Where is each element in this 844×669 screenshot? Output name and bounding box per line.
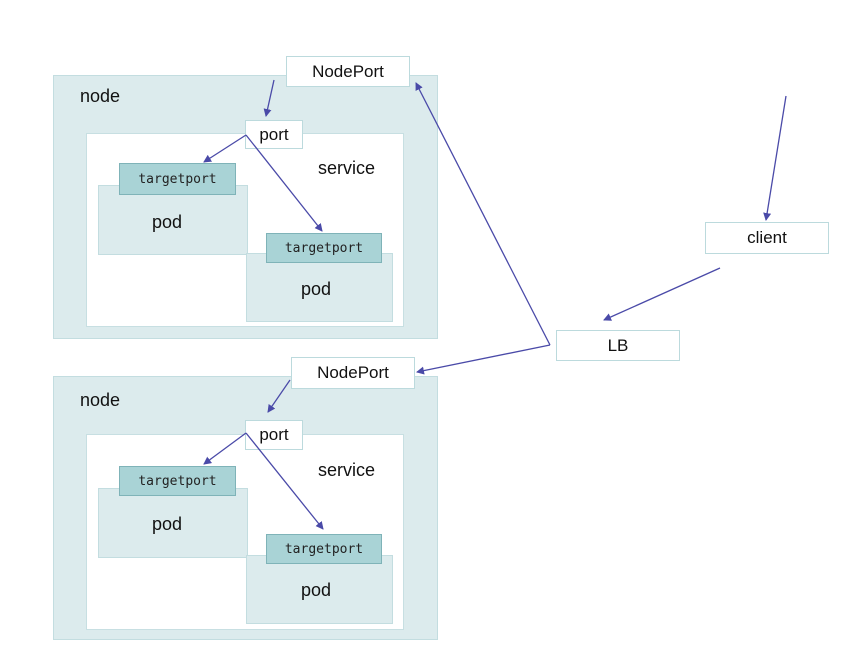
arrow-lb-to-nodeport-2 [416, 344, 551, 375]
arrow-port-1-to-targetport-1a [203, 134, 247, 163]
targetport-2a: targetport [119, 466, 236, 496]
port-1: port [245, 120, 303, 149]
arrow-port-2-to-targetport-2b [245, 432, 324, 530]
pod-2b-label: pod [301, 580, 332, 600]
pod-1b [246, 253, 393, 322]
arrow-port-1-to-targetport-1b [245, 134, 323, 232]
node-2-label: node [80, 390, 121, 410]
arrow-port-2-to-targetport-2a [203, 432, 247, 465]
lb-box: LB [556, 330, 680, 361]
pod-1a [98, 185, 248, 255]
arrow-client-to-lb [603, 267, 721, 321]
targetport-1b: targetport [266, 233, 382, 263]
service-2-label: service [318, 460, 376, 480]
pod-1b-label: pod [301, 279, 332, 299]
nodeport-1: NodePort [286, 56, 410, 87]
client-box: client [705, 222, 829, 254]
arrow-lb-to-nodeport-1 [415, 82, 551, 346]
service-1-label: service [318, 158, 376, 178]
node-1-label: node [80, 86, 121, 106]
pod-2a-label: pod [152, 514, 183, 534]
port-2: port [245, 420, 303, 450]
nodeport-2: NodePort [291, 357, 415, 389]
arrow-top-to-client [763, 95, 787, 221]
arrow-nodeport-1-to-port [263, 79, 275, 117]
arrow-nodeport-2-to-port [267, 379, 291, 413]
targetport-1a: targetport [119, 163, 236, 195]
pod-2b [246, 555, 393, 624]
targetport-2b: targetport [266, 534, 382, 564]
pod-1a-label: pod [152, 212, 183, 232]
